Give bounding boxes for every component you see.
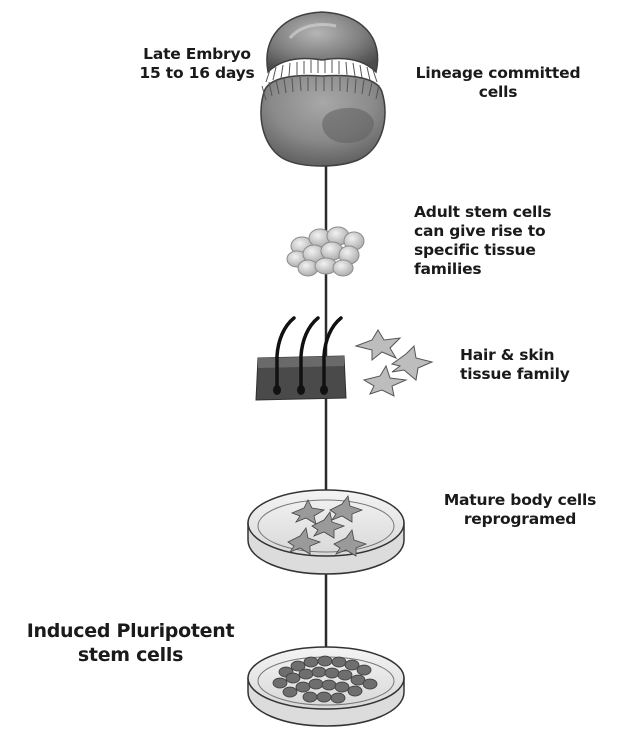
label-late-embryo: Late Embryo 15 to 16 days [122,45,272,83]
label-induced-pluripotent: Induced Pluripotent stem cells [8,620,253,668]
label-hair-skin: Hair & skin tissue family [460,346,610,384]
petri-dish-ips-cells [248,647,404,726]
skin-cells-illustration [356,330,432,396]
hair-skin-tissue-illustration [256,318,346,400]
label-mature-body-cells: Mature body cells reprogramed [430,491,610,529]
label-lineage-committed: Lineage committed cells [398,64,598,102]
adult-stem-cell-cluster [287,227,364,276]
label-adult-stem-cells: Adult stem cells can give rise to specif… [414,203,604,279]
late-embryo-illustration [261,12,385,166]
petri-dish-mature-cells [248,490,404,574]
